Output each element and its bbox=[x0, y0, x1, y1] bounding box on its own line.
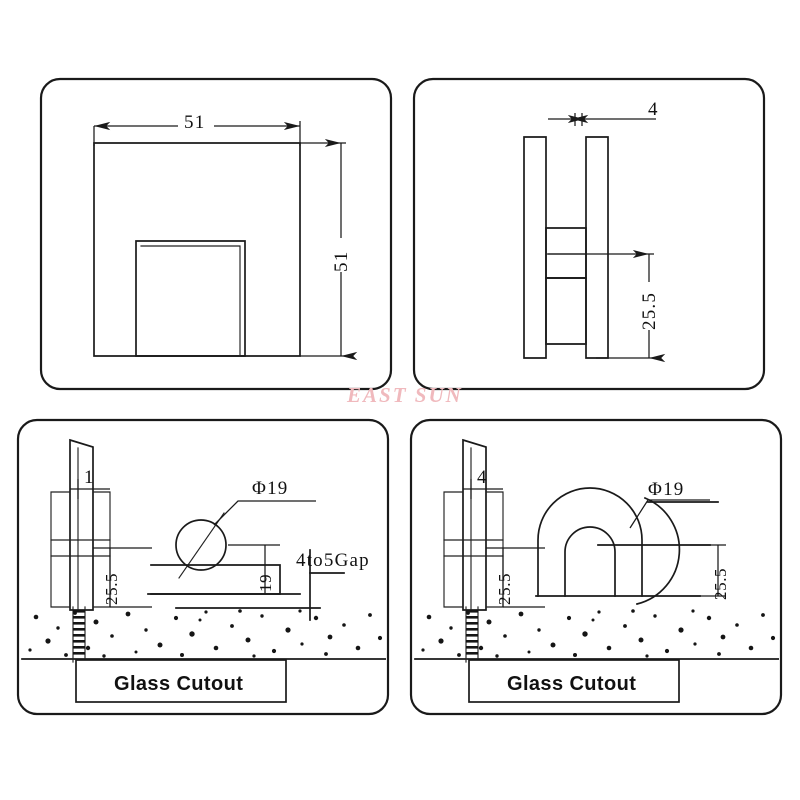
caption-label-right: Glass Cutout bbox=[507, 673, 636, 695]
panel-top-left: 51 51 bbox=[39, 77, 393, 391]
dim-label-thickness: 4 bbox=[648, 99, 659, 120]
dim-label-bg-255 bbox=[637, 282, 655, 330]
dim-label-bg-51-h bbox=[178, 113, 214, 130]
dim-label-diameter-right: Φ19 bbox=[648, 479, 685, 500]
caption-box-left bbox=[75, 659, 287, 703]
spigot-outer-left bbox=[50, 491, 71, 608]
dim-label-width: 51 bbox=[184, 112, 205, 133]
u-slot-outer-arc bbox=[537, 487, 643, 597]
spigot-outer-left-r bbox=[443, 491, 464, 608]
dim-label-glass-thk-left: 1 bbox=[84, 467, 95, 488]
caption-label-left: Glass Cutout bbox=[114, 673, 243, 695]
dim-label-255-right: 25.5 bbox=[495, 573, 514, 605]
panel-bottom-right: 4 25.5 Φ19 25.5 Glass Cutout bbox=[409, 418, 783, 716]
concrete-hatch-right bbox=[414, 609, 779, 660]
dim-label-bg-51-v bbox=[330, 238, 347, 272]
watermark-text: EAST SUN bbox=[346, 383, 463, 407]
cutout-slash-line bbox=[178, 512, 225, 579]
concrete-hatch-left bbox=[21, 609, 386, 660]
dim-label-255-left: 25.5 bbox=[102, 573, 121, 605]
leader-line-dia-right bbox=[629, 499, 710, 529]
panel-top-right-frame bbox=[412, 77, 766, 391]
dim-label-diameter-left: Φ19 bbox=[252, 478, 289, 499]
anchor-bolt-left bbox=[72, 606, 86, 663]
caption-box-right bbox=[468, 659, 680, 703]
dim-label-gap: 4to5Gap bbox=[296, 550, 370, 571]
inner-cutout-outline bbox=[135, 240, 246, 357]
dim-label-mount-height: 25.5 bbox=[639, 292, 660, 330]
left-leg-profile bbox=[523, 136, 547, 359]
anchor-bolt-right bbox=[465, 606, 479, 663]
dim-label-slot-255: 25.5 bbox=[711, 568, 730, 600]
panel-top-left-frame bbox=[39, 77, 393, 391]
panel-bottom-left: 1 25.5 Φ19 19 4to5Gap Glass Cutout bbox=[16, 418, 390, 716]
inner-cutout-offset bbox=[140, 245, 241, 357]
dim-label-height: 51 bbox=[331, 251, 352, 272]
dim-label-19: 19 bbox=[256, 574, 275, 592]
panel-top-right: 4 25.5 bbox=[412, 77, 766, 391]
dim-label-glass-thk-right: 4 bbox=[477, 467, 488, 488]
round-cutout-circle bbox=[175, 519, 227, 571]
leader-line-dia-left bbox=[213, 500, 316, 526]
